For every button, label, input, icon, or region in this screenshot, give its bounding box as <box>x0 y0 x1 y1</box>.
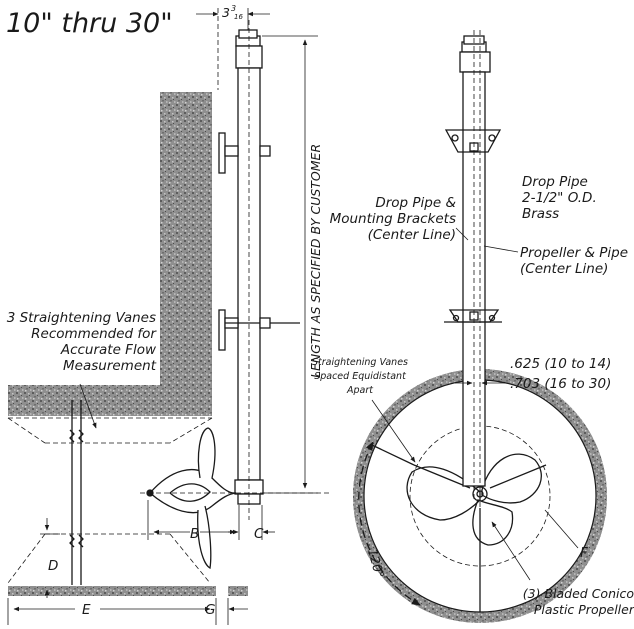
page-title: 10" thru 30" <box>6 8 173 39</box>
svg-text:3 Straightening Vanes: 3 Straightening Vanes <box>7 310 156 326</box>
dim-c <box>228 505 275 540</box>
straightening-vane <box>69 400 84 585</box>
floor-section <box>8 586 216 596</box>
svg-text:Accurate Flow: Accurate Flow <box>60 342 157 358</box>
dim-g-label: G <box>205 602 215 618</box>
svg-text:Mounting Brackets: Mounting Brackets <box>330 211 456 227</box>
dim-b-label: B <box>190 526 199 542</box>
leader-f <box>544 509 579 549</box>
svg-text:Brass: Brass <box>522 206 559 222</box>
leader-straightening <box>371 399 416 463</box>
propeller-label: (3) Bladed Conico Plastic Propeller <box>523 586 634 617</box>
drop-pipe-brackets-label: Drop Pipe & Mounting Brackets (Center Li… <box>330 195 456 243</box>
svg-text:Apart: Apart <box>346 385 374 396</box>
propeller-pipe-label: Propeller & Pipe (Center Line) <box>520 245 628 277</box>
svg-text:(Center Line): (Center Line) <box>520 261 608 277</box>
bracket-front-lower <box>444 309 502 323</box>
mounting-bracket-upper <box>218 132 271 174</box>
drop-pipe-spec-label: Drop Pipe 2-1/2" O.D. Brass <box>522 174 597 222</box>
dim-d-label: D <box>48 558 58 574</box>
dim-f-label: F <box>580 545 588 561</box>
svg-text:2-1/2" O.D.: 2-1/2" O.D. <box>522 190 597 206</box>
drop-pipe-front <box>459 35 491 487</box>
floor-section-right <box>228 586 248 596</box>
svg-text:(3) Bladed Conico: (3) Bladed Conico <box>523 586 634 601</box>
dim-d <box>40 518 60 598</box>
vanes-note: 3 Straightening Vanes Recommended for Ac… <box>7 310 158 374</box>
vanes-leader <box>79 383 97 429</box>
pipe-wall-outline <box>7 417 213 584</box>
top-dim-den: 16 <box>234 13 243 21</box>
svg-text:Plastic Propeller: Plastic Propeller <box>534 602 634 617</box>
leader-propeller-pipe <box>483 245 519 253</box>
dim-top-offset <box>196 8 270 90</box>
svg-text:Drop Pipe &: Drop Pipe & <box>375 195 456 211</box>
svg-text:Drop Pipe: Drop Pipe <box>522 174 588 190</box>
top-dim-whole: 3 <box>222 5 230 20</box>
propeller-side <box>146 427 237 569</box>
dim-e <box>7 598 217 625</box>
mounting-bracket-lower <box>218 309 300 351</box>
offset-label-2: .703 (16 to 30) <box>510 376 611 392</box>
leader-propeller <box>491 521 531 581</box>
dim-c-label: C <box>254 526 264 542</box>
angle-arc <box>358 441 421 606</box>
dim-e-label: E <box>82 602 91 618</box>
offset-label-1: .625 (10 to 14) <box>510 356 611 372</box>
svg-text:Spaced Equidistant: Spaced Equidistant <box>314 371 407 382</box>
svg-text:Measurement: Measurement <box>63 358 157 374</box>
leader-drop-pipe-brackets <box>455 227 469 241</box>
top-dim-num: 3 <box>231 4 236 13</box>
bracket-front-upper <box>444 129 502 153</box>
dim-g <box>227 598 248 625</box>
straightening-spaced-label: Straightening Vanes Spaced Equidistant A… <box>312 357 408 396</box>
svg-text:(Center Line): (Center Line) <box>368 227 456 243</box>
wall-section <box>8 92 212 416</box>
length-label: LENGTH AS SPECIFIED BY CUSTOMER <box>308 144 323 378</box>
svg-text:Propeller & Pipe: Propeller & Pipe <box>520 245 628 261</box>
svg-text:Straightening Vanes: Straightening Vanes <box>312 357 408 368</box>
svg-text:Recommended for: Recommended for <box>31 326 157 342</box>
